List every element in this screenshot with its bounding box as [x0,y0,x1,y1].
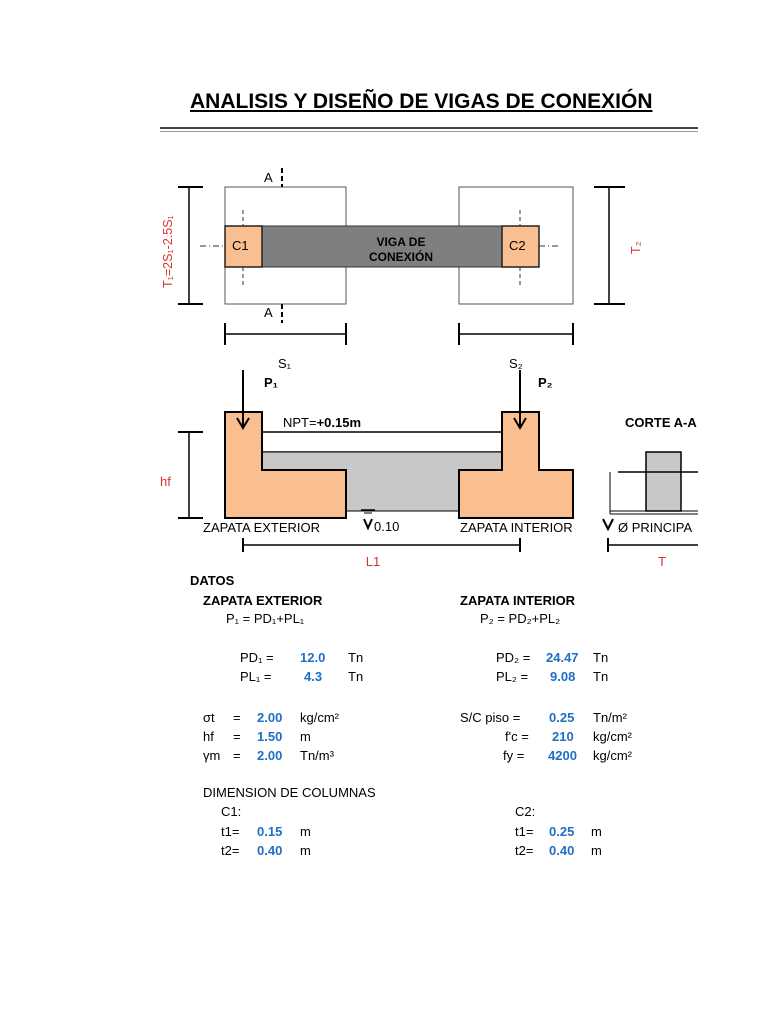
c2-t1-label: t1= [515,824,534,839]
interior-formula: P₂ = PD₂+PL₂ [480,611,561,626]
load-p2-label: P₂ [538,375,553,390]
c2-t2-label: t2= [515,843,534,858]
pl2-unit: Tn [593,669,609,684]
pd2-unit: Tn [593,650,609,665]
connection-beam-plan [261,225,503,268]
exterior-heading: ZAPATA EXTERIOR [203,593,323,608]
dim-t1-label: T₁=2S₁-2.5S₁ [161,215,175,288]
datos-heading: DATOS [190,573,235,588]
pl1-unit: Tn [348,669,364,684]
sigma-value: 2.00 [257,710,283,725]
footing-ext-label: ZAPATA EXTERIOR [203,520,320,535]
page-title: ANALISIS Y DISEÑO DE VIGAS DE CONEXIÓN [190,90,653,113]
load-p1-label: P₁ [264,375,278,390]
plan-view: A A C1 C2 VIGA DE CONEXIÓN T₁=2S₁-2.5S₁ … [161,168,643,371]
c1-t2-label: t2= [221,843,240,858]
dim-hf-label: hf [160,474,171,489]
gamma-label: γm [203,748,221,763]
section-label: Ø PRINCIPA [618,520,692,535]
level-arrow-icon [602,518,614,532]
section-title: CORTE A-A [625,415,697,430]
fc-unit: kg/cm² [593,729,632,744]
section-mark-top: A [264,170,273,185]
pl2-value: 9.08 [550,669,576,684]
gamma-unit: Tn/m³ [300,748,334,763]
level-arrow-icon [363,518,373,531]
sigma-label: σt [203,710,215,725]
pl1-label: PL₁ = [240,669,272,684]
c1-t2-unit: m [300,843,311,858]
pd1-value: 12.0 [300,650,326,665]
pd2-value: 24.47 [546,650,579,665]
c1-t1-label: t1= [221,824,240,839]
hf-label: hf [203,729,214,744]
pl1-value: 4.3 [304,669,323,684]
c2-t2-value: 0.40 [549,843,575,858]
exterior-formula: P₁ = PD₁+PL₁ [226,611,305,626]
dim-s1-label: S₁ [278,356,292,371]
section-mark-bottom: A [264,305,273,320]
sc-label: S/C piso = [460,710,521,725]
pd2-label: PD₂ = [496,650,531,665]
gamma-eq: = [233,748,241,763]
c2-t2-unit: m [591,843,602,858]
fy-unit: kg/cm² [593,748,632,763]
sigma-unit: kg/cm² [300,710,339,725]
pd1-unit: Tn [348,650,364,665]
footing-diagram: A A C1 C2 VIGA DE CONEXIÓN T₁=2S₁-2.5S₁ … [160,168,698,569]
elevation-view: P₁ P₂ NPT=+0.15m hf 0.10 ZAPATA EXTERIOR… [160,370,574,569]
fc-value: 210 [552,729,574,744]
dim-s2-label: S₂ [509,356,523,371]
pl2-label: PL₂ = [496,669,529,684]
dim-t-label: T [658,554,666,569]
footing-int-label: ZAPATA INTERIOR [460,520,573,535]
columns-heading: DIMENSION DE COLUMNAS [203,785,376,800]
dim-l1-label: L1 [366,554,380,569]
hf-eq: = [233,729,241,744]
footing-interior-elevation [458,411,574,519]
c2-label: C2: [515,804,536,819]
fy-label: fy = [503,748,525,763]
c2-t1-value: 0.25 [549,824,575,839]
column-c2-label: C2 [509,238,526,253]
column-c1-label: C1 [232,238,249,253]
c1-label: C1: [221,804,242,819]
title-rule [160,127,698,129]
beam-label-line1: VIGA DE [377,235,426,249]
c1-t1-value: 0.15 [257,824,283,839]
section-view: CORTE A-A Ø PRINCIPA T [602,415,698,569]
section-beam [645,451,682,512]
hf-unit: m [300,729,311,744]
fy-value: 4200 [548,748,577,763]
arrow-head-icon [236,417,250,430]
dim-t2-label: T₂ [629,241,643,254]
title-rule-thin [160,131,698,132]
sc-value: 0.25 [549,710,575,725]
sc-unit: Tn/m² [593,710,627,725]
pd1-label: PD₁ = [240,650,274,665]
gamma-value: 2.00 [257,748,283,763]
interior-heading: ZAPATA INTERIOR [460,593,576,608]
fc-label: f'c = [505,729,529,744]
beam-label-line2: CONEXIÓN [369,249,433,264]
hf-value: 1.50 [257,729,283,744]
c2-t1-unit: m [591,824,602,839]
c1-t2-value: 0.40 [257,843,283,858]
npt-label: NPT=+0.15m [283,415,361,430]
column-c1-plan [224,225,263,268]
sigma-eq: = [233,710,241,725]
arrow-head-icon [513,417,527,430]
c1-t1-unit: m [300,824,311,839]
level-value: 0.10 [374,519,399,534]
